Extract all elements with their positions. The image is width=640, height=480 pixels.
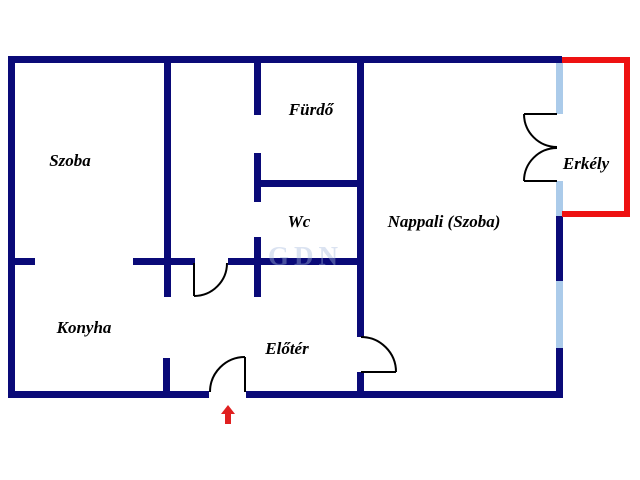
window-balcony-upper	[556, 63, 563, 114]
door-arc-balcony-bottom	[523, 147, 558, 182]
door-arc-balcony-top	[523, 113, 558, 148]
wall-nappali-left-lower	[357, 372, 364, 398]
balcony-outline-bottom	[562, 211, 630, 217]
door-arc-nappali	[360, 336, 397, 373]
room-label-wc: Wc	[287, 212, 311, 231]
room-label-szoba: Szoba	[49, 151, 91, 170]
balcony-outline-top	[562, 57, 630, 63]
wall-left	[8, 56, 15, 398]
wall-middle-seg1	[8, 258, 35, 265]
entrance-arrow-icon	[221, 405, 235, 424]
wall-middle-seg2	[133, 258, 195, 265]
room-label-konyha: Konyha	[56, 318, 112, 337]
wall-bottom-right-of-entrance	[246, 391, 562, 398]
window-balcony-lower	[556, 181, 563, 216]
room-label-furdo: Fürdő	[288, 100, 334, 119]
door-arc-entrance	[209, 356, 246, 393]
wall-furdo-wc-divider	[254, 180, 361, 187]
wall-right-upper	[556, 216, 563, 281]
room-label-erkely: Erkély	[562, 154, 610, 173]
room-label-nappali: Nappali (Szoba)	[387, 212, 501, 231]
room-label-eloter: Előtér	[265, 339, 309, 358]
wall-middle-seg3	[228, 258, 361, 265]
wall-bottom-left-of-entrance	[8, 391, 209, 398]
wall-top	[8, 56, 562, 63]
wall-szoba-right	[164, 56, 171, 297]
watermark: GDN	[268, 241, 343, 271]
wall-bathroom-left-seg3	[254, 237, 261, 297]
wall-right-lower	[556, 348, 563, 398]
door-arc-hall	[193, 262, 228, 297]
wall-nappali-left-upper	[357, 56, 364, 337]
wall-bathroom-left-seg2	[254, 153, 261, 202]
wall-konyha-eloter-stub	[163, 358, 170, 398]
window-nappali	[556, 281, 563, 348]
wall-bathroom-left-seg1	[254, 56, 261, 115]
balcony-outline-right	[624, 57, 630, 217]
